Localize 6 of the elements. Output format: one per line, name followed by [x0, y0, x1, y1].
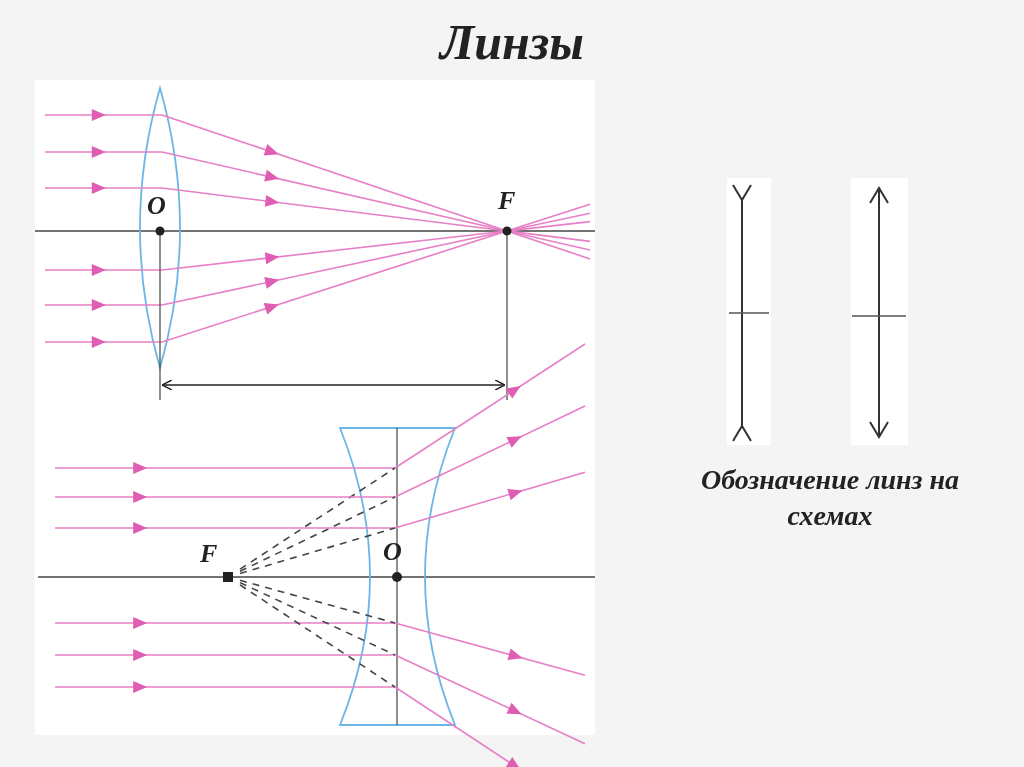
- point-label: O: [383, 538, 402, 566]
- slide-title: Линзы: [437, 13, 586, 72]
- point-label: F: [200, 540, 218, 568]
- point-label: F: [498, 187, 516, 215]
- caption: Обозначение линз на схемах: [700, 463, 960, 533]
- point-label: O: [147, 192, 166, 220]
